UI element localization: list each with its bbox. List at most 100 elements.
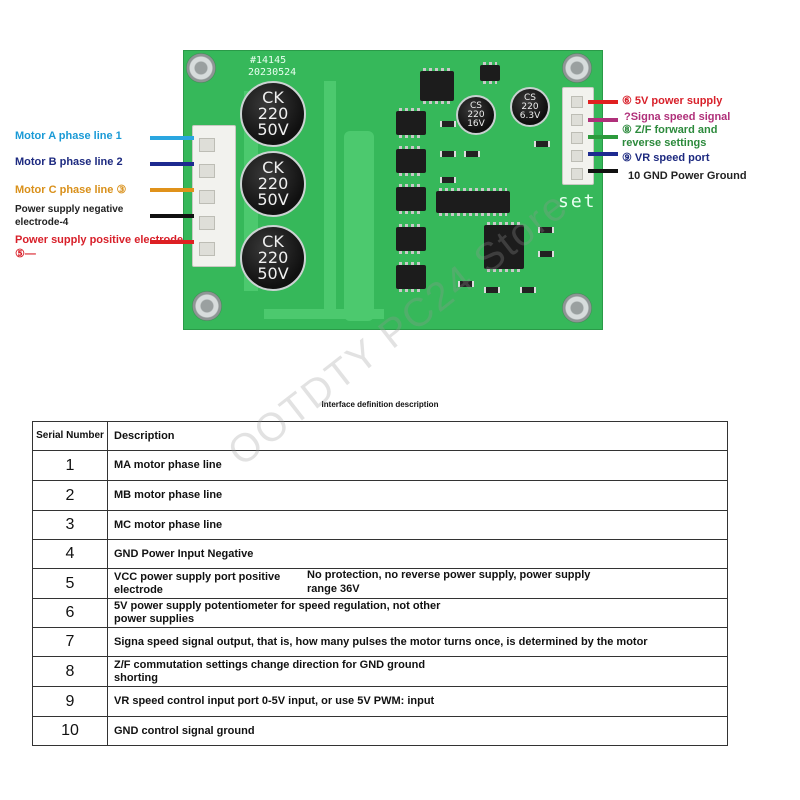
description-cell: MA motor phase line (107, 450, 728, 481)
mount-hole-bottom-right (562, 293, 592, 323)
header-serial-number: Serial Number (32, 421, 108, 451)
table-row: 2 MB motor phase line (32, 480, 728, 511)
serial-number-cell: 4 (32, 539, 108, 569)
serial-number-cell: 2 (32, 480, 108, 511)
smd-resistor (440, 121, 456, 127)
header-description: Description (107, 421, 728, 451)
serial-number-cell: 1 (32, 450, 108, 481)
smd-resistor (464, 151, 480, 157)
label-vr-speed: ⑨ VR speed port (622, 152, 710, 164)
smd-resistor (440, 151, 456, 157)
transistor-chip (480, 62, 500, 84)
label-speed-signal: ?Signa speed signal (624, 111, 731, 123)
wire-speed-signal (588, 118, 618, 122)
table-row: 1 MA motor phase line (32, 450, 728, 481)
table-row: 7 Signa speed signal output, that is, ho… (32, 627, 728, 657)
mosfet-chip (396, 262, 426, 292)
mosfet-chip (396, 108, 426, 138)
connector-pin (571, 96, 583, 108)
description-cell: MC motor phase line (107, 510, 728, 540)
connector-pin (199, 242, 215, 256)
power-supply-note: No protection, no reverse power supply, … (307, 569, 591, 595)
label-motor-c-phase: Motor C phase line ③ (15, 184, 127, 196)
description-cell: MB motor phase line (107, 480, 728, 511)
motor-power-connector (192, 125, 236, 267)
connector-pin (571, 132, 583, 144)
description-cell: Signa speed signal output, that is, how … (107, 627, 728, 657)
wire-5v-supply (588, 100, 618, 104)
wire-motor-c (150, 188, 194, 192)
board-id-silk: #14145 (250, 55, 287, 66)
description-cell: GND control signal ground (107, 716, 728, 746)
smd-resistor (538, 251, 554, 257)
smd-resistor (534, 141, 550, 147)
serial-number-cell: 9 (32, 686, 108, 717)
table-row: 3 MC motor phase line (32, 510, 728, 540)
description-cell: 5V power supply potentiometer for speed … (107, 598, 728, 628)
description-text: Z/F commutation settings change directio… (114, 658, 426, 684)
serial-number-cell: 8 (32, 656, 108, 687)
connector-pin (571, 150, 583, 162)
table-title: Interface definition description (321, 400, 439, 409)
wire-vr-speed (588, 152, 618, 156)
smd-resistor (458, 281, 474, 287)
smd-resistor (538, 227, 554, 233)
label-power-positive: Power supply positive electrode ⑤— (15, 234, 184, 260)
mount-hole-top-left (186, 53, 216, 83)
mosfet-chip (396, 184, 426, 214)
electrolytic-capacitor-3: CK 220 50V (240, 225, 306, 291)
mosfet-chip (396, 224, 426, 254)
serial-number-cell: 10 (32, 716, 108, 746)
description-cell: GND Power Input Negative (107, 539, 728, 569)
interface-table: Serial Number Description 1 MA motor pha… (32, 421, 728, 746)
connector-pin (199, 190, 215, 204)
description-cell: VR speed control input port 0-5V input, … (107, 686, 728, 717)
electrolytic-capacitor-2: CK 220 50V (240, 151, 306, 217)
connector-pin (199, 138, 215, 152)
controller-ic (484, 222, 524, 272)
table-row: 8 Z/F commutation settings change direct… (32, 656, 728, 687)
copper-trace (264, 309, 384, 319)
electrolytic-capacitor-1: CK 220 50V (240, 81, 306, 147)
connector-pin (199, 216, 215, 230)
smd-resistor (440, 177, 456, 183)
motor-driver-board: #14145 20230524 set CK 220 50V CK 220 50… (183, 50, 603, 330)
mount-hole-bottom-left (192, 291, 222, 321)
small-capacitor-1: CS 220 16V (456, 95, 496, 135)
mosfet-chip (396, 146, 426, 176)
label-5v-supply: ⑥ 5V power supply (622, 95, 723, 107)
wire-motor-a (150, 136, 194, 140)
table-row: 6 5V power supply potentiometer for spee… (32, 598, 728, 628)
copper-trace (344, 131, 374, 321)
connector-pin (199, 164, 215, 178)
connector-pin (571, 168, 583, 180)
board-date-silk: 20230524 (248, 67, 297, 78)
wire-power-positive (150, 240, 194, 244)
wire-power-negative (150, 214, 194, 218)
smd-resistor (520, 287, 536, 293)
smd-resistor (484, 287, 500, 293)
label-motor-b-phase: Motor B phase line 2 (15, 156, 123, 168)
copper-trace (324, 81, 336, 311)
table-row: 4 GND Power Input Negative (32, 539, 728, 569)
description-cell: Z/F commutation settings change directio… (107, 656, 728, 687)
set-silk: set (558, 191, 597, 212)
table-row: 10 GND control signal ground (32, 716, 728, 746)
label-power-negative: Power supply negative electrode-4 (15, 204, 124, 228)
serial-number-cell: 6 (32, 598, 108, 628)
description-text: VCC power supply port positive electrode (114, 570, 281, 596)
label-motor-a-phase: Motor A phase line 1 (15, 130, 122, 142)
label-fr-setting: ⑧ Z/F forward and reverse settings (622, 124, 718, 149)
wire-gnd (588, 169, 618, 173)
label-gnd: 10 GND Power Ground (628, 170, 747, 182)
driver-ic (436, 188, 510, 216)
serial-number-cell: 7 (32, 627, 108, 657)
wire-motor-b (150, 162, 194, 166)
regulator-chip (420, 68, 454, 104)
table-row: 9 VR speed control input port 0-5V input… (32, 686, 728, 717)
small-capacitor-2: CS 220 6.3V (510, 87, 550, 127)
table-header-row: Serial Number Description (32, 421, 728, 451)
serial-number-cell: 3 (32, 510, 108, 540)
description-text: 5V power supply potentiometer for speed … (114, 600, 441, 625)
wire-fr-setting (588, 135, 618, 139)
